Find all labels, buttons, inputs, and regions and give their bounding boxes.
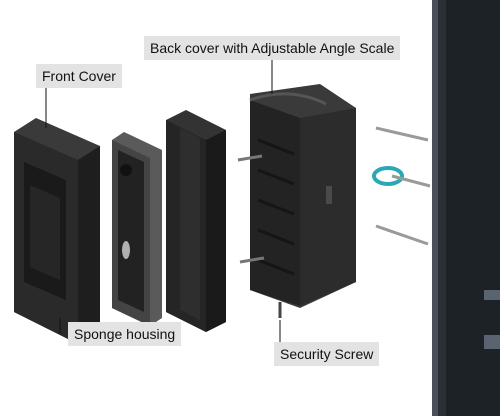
doorbell-device (112, 132, 162, 326)
security-screw-label: Security Screw (274, 342, 380, 366)
door-frame (432, 0, 500, 416)
sponge-housing-label: Sponge housing (68, 322, 182, 346)
wall-screws (372, 126, 431, 246)
front-cover-part (14, 118, 100, 344)
front-cover-label: Front Cover (36, 64, 122, 88)
back-cover-part (249, 84, 356, 308)
back-cover-label: Back cover with Adjustable Angle Scale (144, 36, 401, 60)
mounting-screws (237, 154, 265, 264)
leader-lines (45, 60, 281, 342)
sponge-housing-part (166, 110, 226, 332)
wall-anchor (372, 166, 404, 186)
